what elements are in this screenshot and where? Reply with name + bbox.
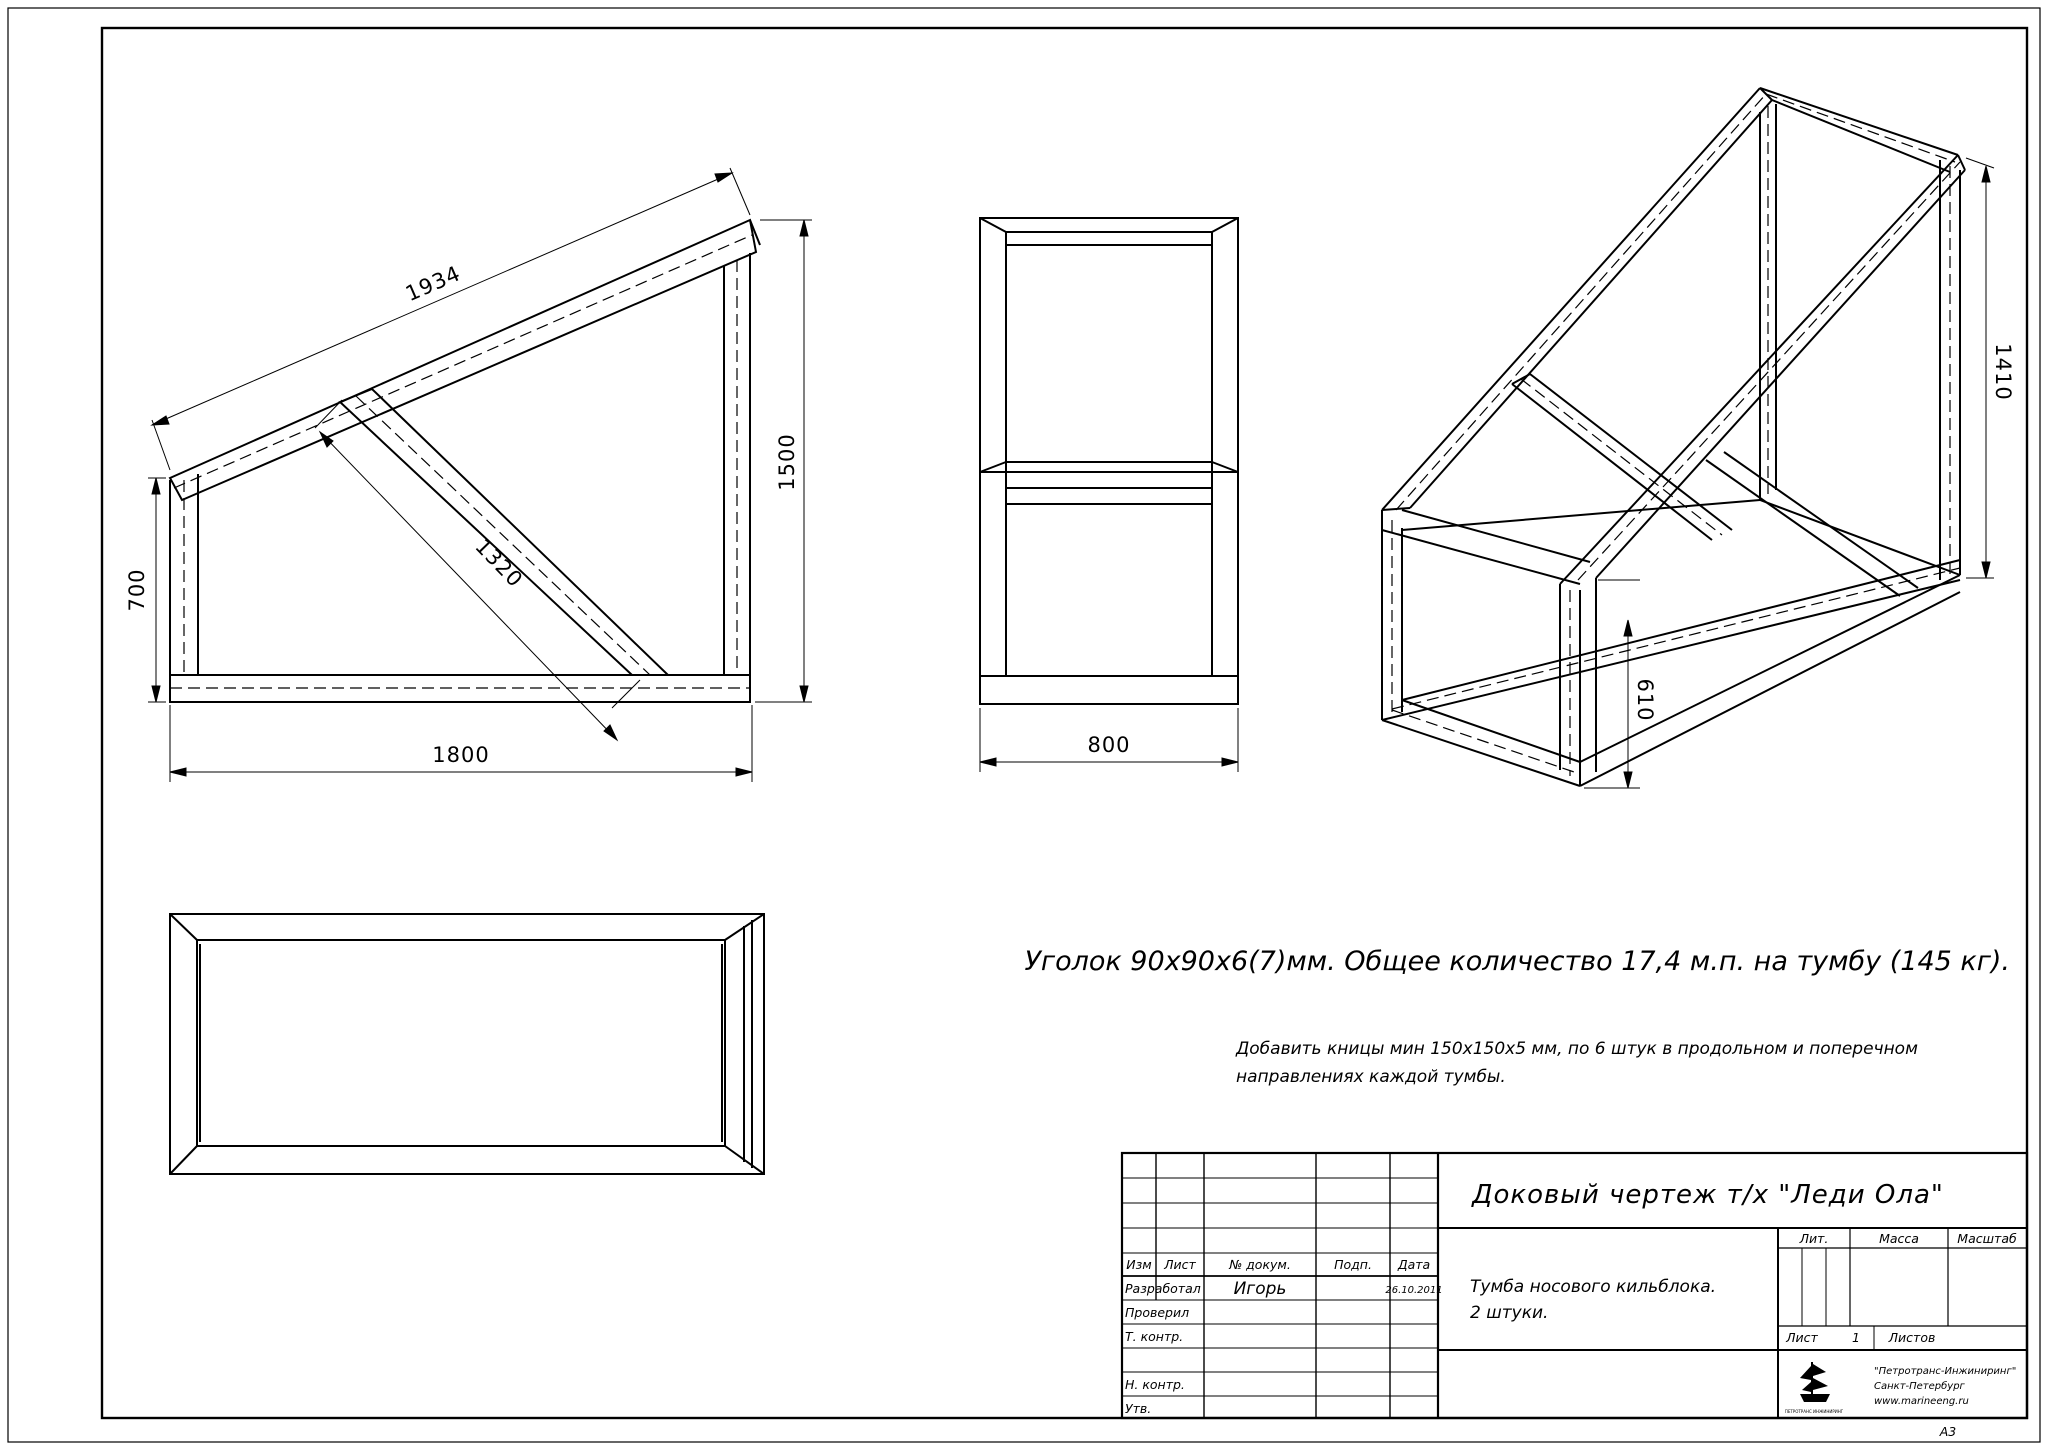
company-city: Санкт-Петербург <box>1874 1380 1966 1392</box>
isometric-view <box>1381 87 1966 787</box>
inner-frame <box>100 26 2029 1420</box>
dim-800: 800 <box>1087 733 1130 757</box>
sheet-format: А3 <box>1939 1424 1957 1439</box>
dim-1320: 1320 <box>470 534 527 592</box>
iso-dimensions <box>1584 157 1995 789</box>
dim-1934: 1934 <box>402 261 464 306</box>
header-izm: Изм <box>1126 1257 1151 1272</box>
header-mass: Масса <box>1879 1231 1919 1246</box>
row-checked: Проверил <box>1125 1305 1189 1320</box>
row-t-control: Т. контр. <box>1125 1329 1183 1344</box>
side-dimensions <box>148 167 812 782</box>
dim-610: 610 <box>1633 678 1657 721</box>
header-list: Лист <box>1163 1257 1196 1272</box>
row-developed: Разработал <box>1125 1281 1201 1296</box>
plan-view <box>169 913 765 1175</box>
dim-700: 700 <box>125 568 149 611</box>
end-view <box>979 217 1239 705</box>
outer-frame <box>7 7 2041 1443</box>
drawing-title: Доковый чертеж т/х "Леди Ола" <box>1471 1180 1944 1210</box>
dim-1800: 1800 <box>432 743 489 767</box>
header-sign: Подп. <box>1334 1257 1372 1272</box>
company-logo: ПЕТРОТРАНС ИНЖИНИРИНГ <box>1785 1356 1844 1414</box>
header-sheets: Листов <box>1888 1330 1936 1345</box>
header-doc-no: № докум. <box>1228 1257 1291 1272</box>
isometric-hidden <box>1391 93 1961 776</box>
logo-text: ПЕТРОТРАНС ИНЖИНИРИНГ <box>1785 1409 1844 1414</box>
gusset-note-line2: направлениях каждой тумбы. <box>1236 1067 1506 1087</box>
developed-date: 26.10.2011 <box>1385 1285 1442 1296</box>
row-approved: Утв. <box>1125 1401 1151 1416</box>
header-sheet: Лист <box>1785 1330 1818 1345</box>
side-view <box>168 218 761 703</box>
gusset-note-line1: Добавить кницы мин 150х150х5 мм, по 6 шт… <box>1235 1039 1918 1059</box>
developer-name: Игорь <box>1234 1279 1287 1299</box>
header-scale: Масштаб <box>1957 1231 2017 1246</box>
part-name-line2: 2 штуки. <box>1470 1303 1548 1323</box>
sheet-number: 1 <box>1852 1330 1860 1345</box>
company-website: www.marineeng.ru <box>1874 1396 1969 1407</box>
company-name: "Петротранс-Инжиниринг" <box>1874 1366 2016 1377</box>
material-note: Уголок 90х90х6(7)мм. Общее количество 17… <box>1024 946 2010 977</box>
dim-1410: 1410 <box>1991 343 2015 400</box>
row-n-control: Н. контр. <box>1125 1377 1185 1392</box>
header-date: Дата <box>1397 1257 1430 1272</box>
title-block <box>1120 1151 2029 1420</box>
header-lit: Лит. <box>1799 1231 1829 1246</box>
part-name-line1: Тумба носового кильблока. <box>1470 1277 1716 1297</box>
dim-1500: 1500 <box>775 433 799 490</box>
end-dimensions <box>979 708 1239 772</box>
